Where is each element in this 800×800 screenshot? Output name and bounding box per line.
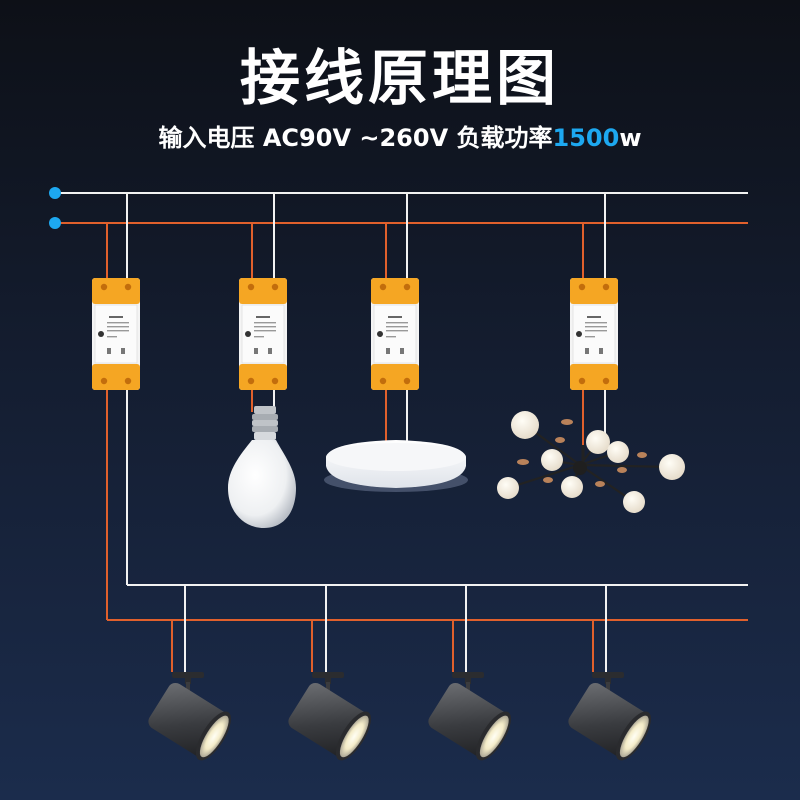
- switch-input-wires: [106, 193, 606, 280]
- chandelier-icon: [497, 411, 685, 513]
- neutral-terminal-node: [49, 187, 61, 199]
- switch-module-3: [370, 277, 420, 391]
- spotlight-icon: [144, 672, 238, 766]
- spec-power-value: 1500: [552, 124, 620, 152]
- light-bulb-icon: [228, 406, 296, 528]
- ceiling-light-icon: [324, 440, 468, 492]
- switch-module-1: [91, 277, 141, 391]
- spec-subtitle: 输入电压 AC90V ~260V 负载功率1500w: [0, 118, 800, 153]
- spotlight-icon: [564, 672, 658, 766]
- spotlight-icon: [424, 672, 518, 766]
- page-title: 接线原理图: [240, 44, 560, 114]
- live-terminal-node: [49, 217, 61, 229]
- spec-power-unit: w: [619, 124, 642, 152]
- switch-module-2: [238, 277, 288, 391]
- spec-voltage-text: 输入电压 AC90V ~260V 负载功率: [158, 124, 553, 152]
- switch-module-4: [569, 277, 619, 391]
- spotlight-icon: [284, 672, 378, 766]
- spotlight-drop-wires: [171, 585, 607, 672]
